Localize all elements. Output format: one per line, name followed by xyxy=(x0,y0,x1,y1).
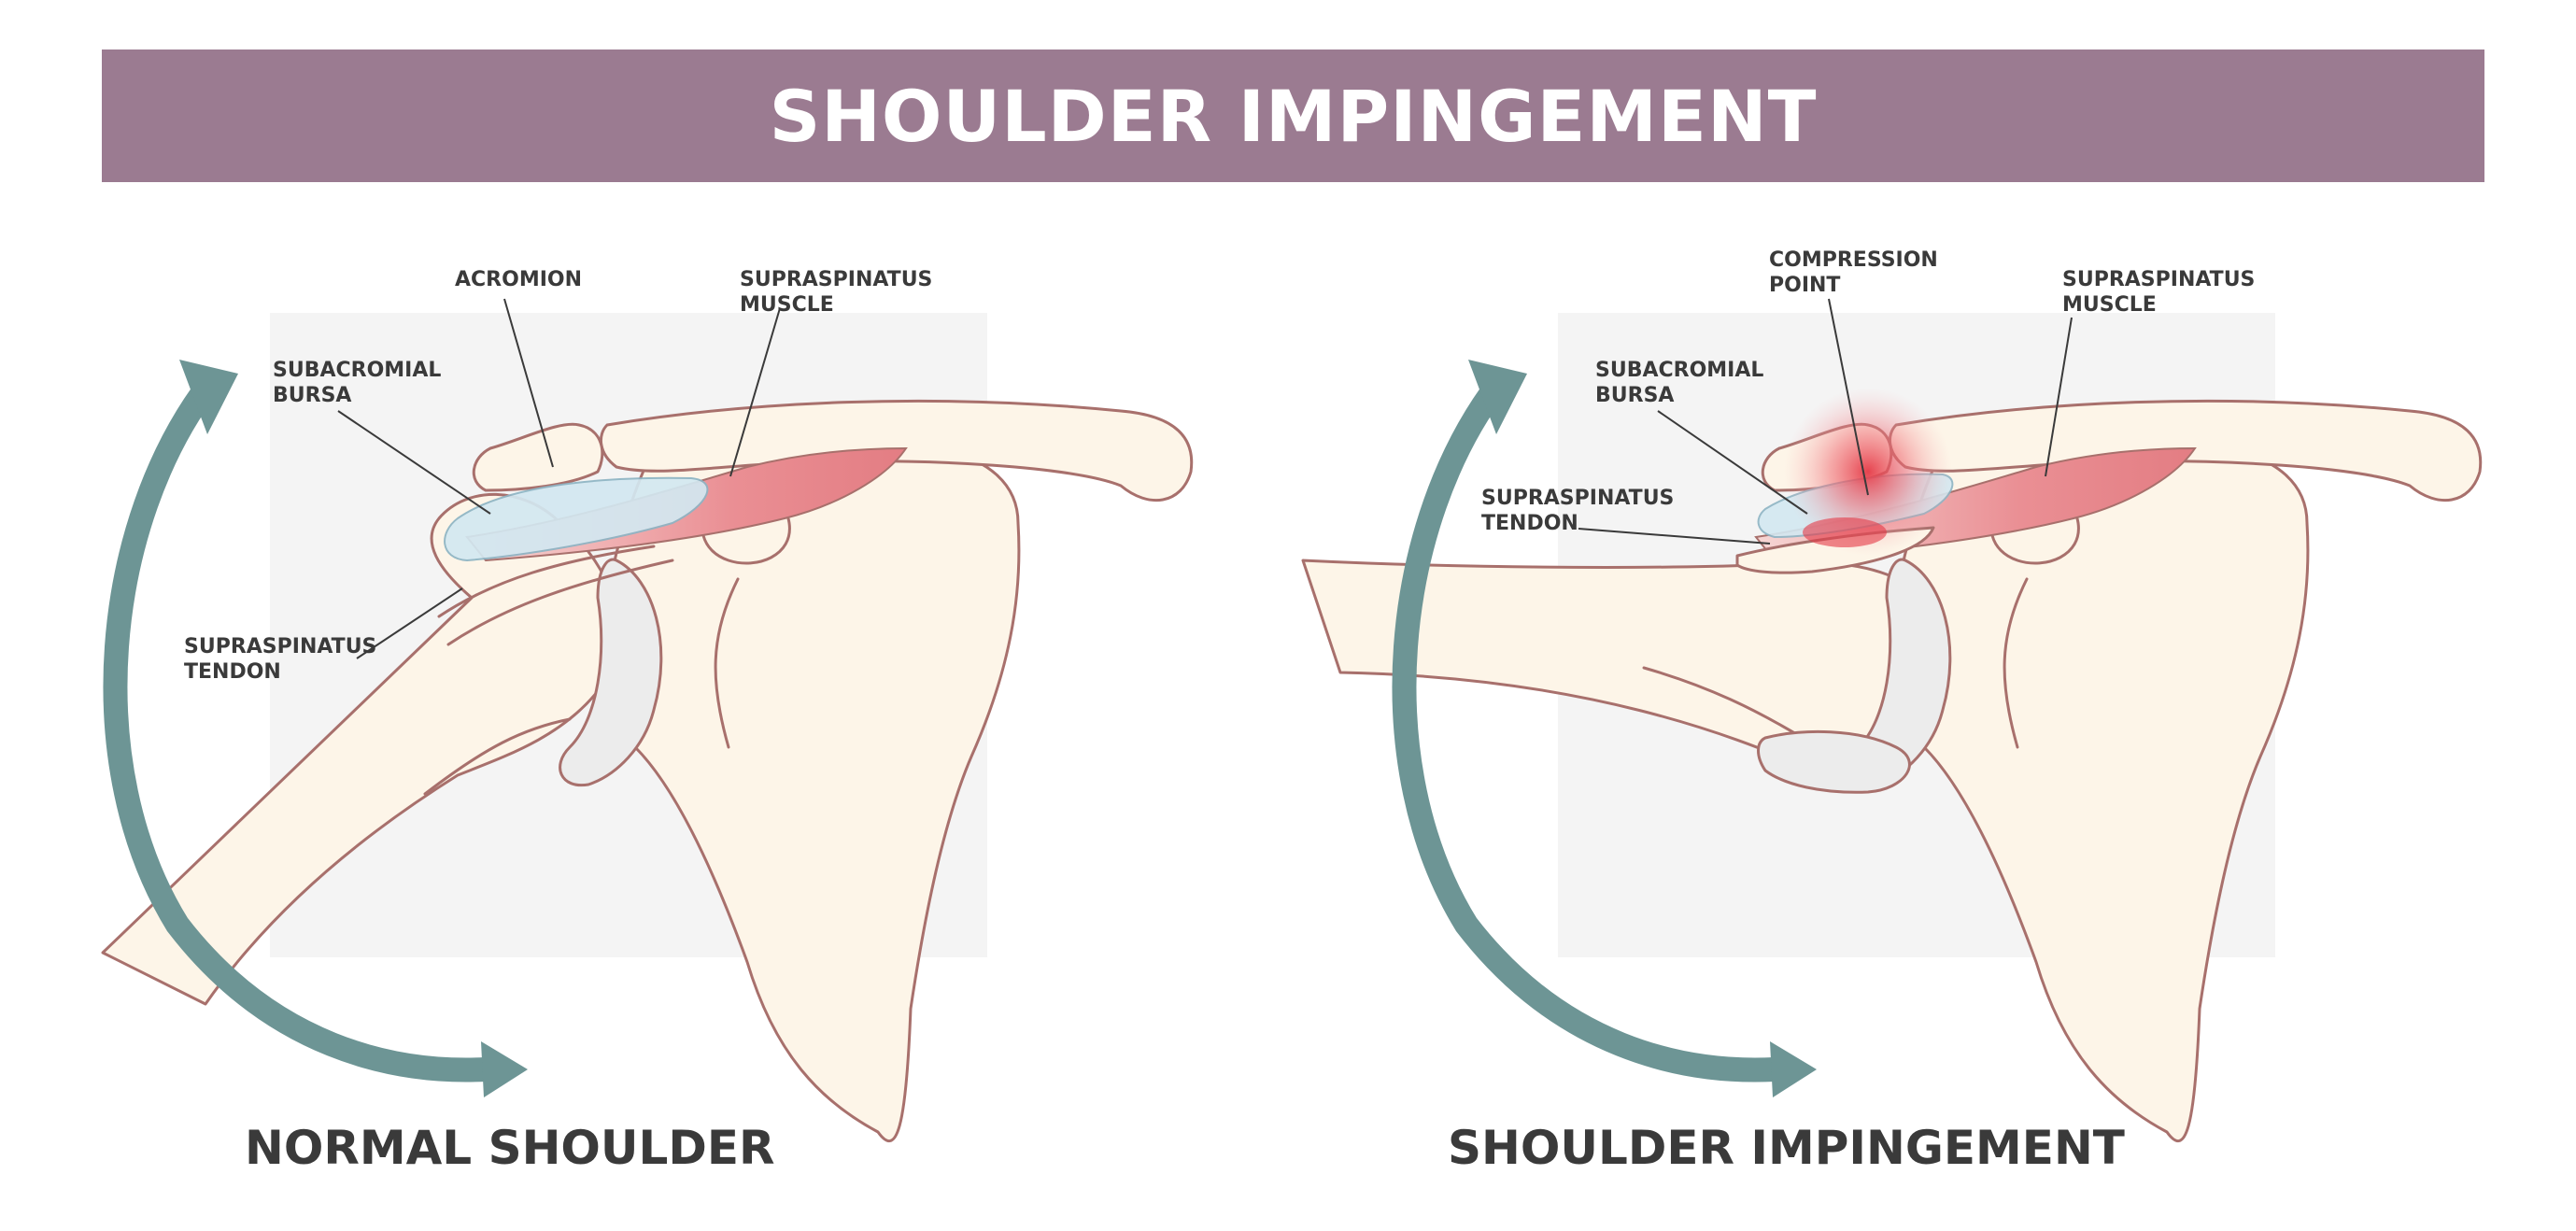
compression-hotspot xyxy=(1803,517,1887,547)
leader-normal-tendon xyxy=(356,587,463,659)
normal-acromion xyxy=(472,422,604,492)
normal-subacromial-bursa xyxy=(444,476,709,562)
label-normal-supraspinatus-tendon: SUPRASPINATUS TENDON xyxy=(184,635,377,684)
normal-tendon-strand-2 xyxy=(446,559,674,646)
title-banner: SHOULDER IMPINGEMENT xyxy=(102,50,2484,182)
leader-impingement-muscle xyxy=(2045,317,2073,477)
label-normal-supraspinatus-muscle: SUPRASPINATUS MUSCLE xyxy=(740,268,933,317)
normal-humerus-contour xyxy=(423,717,572,796)
leader-acromion xyxy=(503,298,554,468)
leader-impingement-tendon xyxy=(1578,528,1771,545)
impingement-motion-arc xyxy=(1392,371,1787,1082)
impingement-arrow-head-top xyxy=(1468,360,1527,434)
label-impingement-subacromial-bursa: SUBACROMIAL BURSA xyxy=(1595,359,1764,407)
impingement-humeral-head-cartilage xyxy=(1757,729,1911,794)
impingement-humerus-contour xyxy=(1642,666,1805,740)
label-impingement-supraspinatus-tendon: SUPRASPINATUS TENDON xyxy=(1481,487,1675,535)
normal-glenoid xyxy=(559,558,663,787)
label-impingement-supraspinatus-muscle: SUPRASPINATUS MUSCLE xyxy=(2062,268,2256,317)
impingement-shoulder-diagram xyxy=(1301,298,2483,1142)
normal-shoulder-diagram xyxy=(101,298,1194,1142)
compression-inflammation xyxy=(1784,388,1952,556)
normal-motion-arc xyxy=(103,371,498,1082)
impingement-arrow-head-bottom xyxy=(1770,1041,1817,1097)
label-compression-point: COMPRESSION POINT xyxy=(1769,248,1938,297)
normal-scapula-contour xyxy=(714,577,740,749)
caption-normal-shoulder: NORMAL SHOULDER xyxy=(245,1121,775,1175)
main-title: SHOULDER IMPINGEMENT xyxy=(769,74,1818,158)
leader-normal-muscle xyxy=(729,307,781,477)
normal-arrow-head-bottom xyxy=(481,1041,528,1097)
label-normal-subacromial-bursa: SUBACROMIAL BURSA xyxy=(273,359,442,407)
normal-tendon-strand-1 xyxy=(437,545,656,618)
normal-arrow-head-top xyxy=(179,360,238,434)
leader-normal-bursa xyxy=(337,410,491,515)
label-acromion: ACROMION xyxy=(455,268,583,291)
impingement-scapula-contour xyxy=(2003,577,2029,749)
leader-compression-point xyxy=(1828,298,1869,496)
leader-impingement-bursa xyxy=(1657,410,1808,515)
caption-shoulder-impingement: SHOULDER IMPINGEMENT xyxy=(1448,1121,2125,1175)
